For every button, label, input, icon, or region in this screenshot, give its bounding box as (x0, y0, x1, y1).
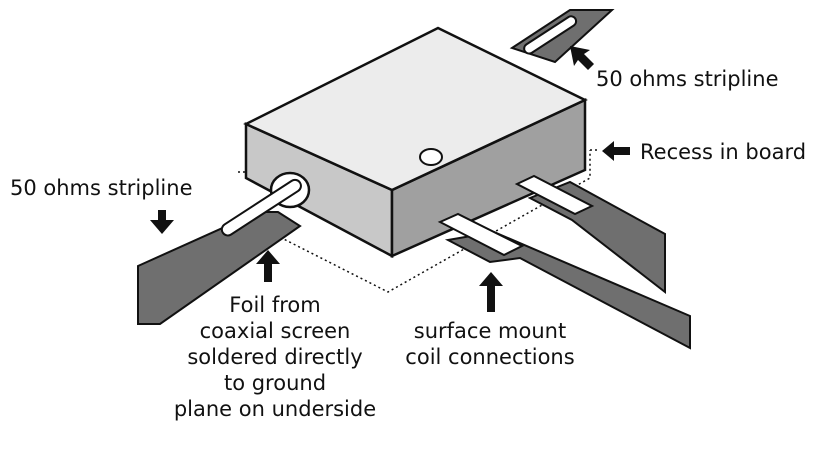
label-foil: Foil from coaxial screen soldered direct… (165, 292, 385, 422)
top-hole (419, 148, 443, 166)
label-smd-line-1: surface mount (413, 319, 567, 343)
stripline-right-upper (527, 180, 666, 295)
label-foil-line-4: to ground (223, 371, 327, 395)
label-recess: Recess in board (640, 140, 807, 164)
label-foil-line-5: plane on underside (173, 397, 377, 421)
arrow-stripline-top (570, 46, 594, 70)
label-foil-line-3: soldered directly (187, 345, 363, 369)
smd-pad-upper (514, 174, 595, 216)
label-smd-line-2: coil connections (405, 345, 575, 369)
coax-conductor-strip (220, 178, 302, 237)
arrow-stripline-left (150, 210, 174, 234)
stripline-back (509, 9, 615, 64)
arrow-recess (602, 141, 630, 161)
label-foil-line-1: Foil from (229, 293, 321, 317)
label-foil-line-2: coaxial screen (199, 319, 351, 343)
label-stripline-top: 50 ohms stripline (596, 67, 779, 91)
arrow-smd (479, 272, 503, 312)
box-top-face (243, 26, 588, 192)
label-smd: surface mount coil connections (400, 318, 580, 370)
smd-pad-lower (437, 212, 525, 257)
back-conductor-strip (523, 15, 578, 55)
arrow-foil (256, 250, 280, 282)
label-stripline-left: 50 ohms stripline (10, 176, 193, 200)
